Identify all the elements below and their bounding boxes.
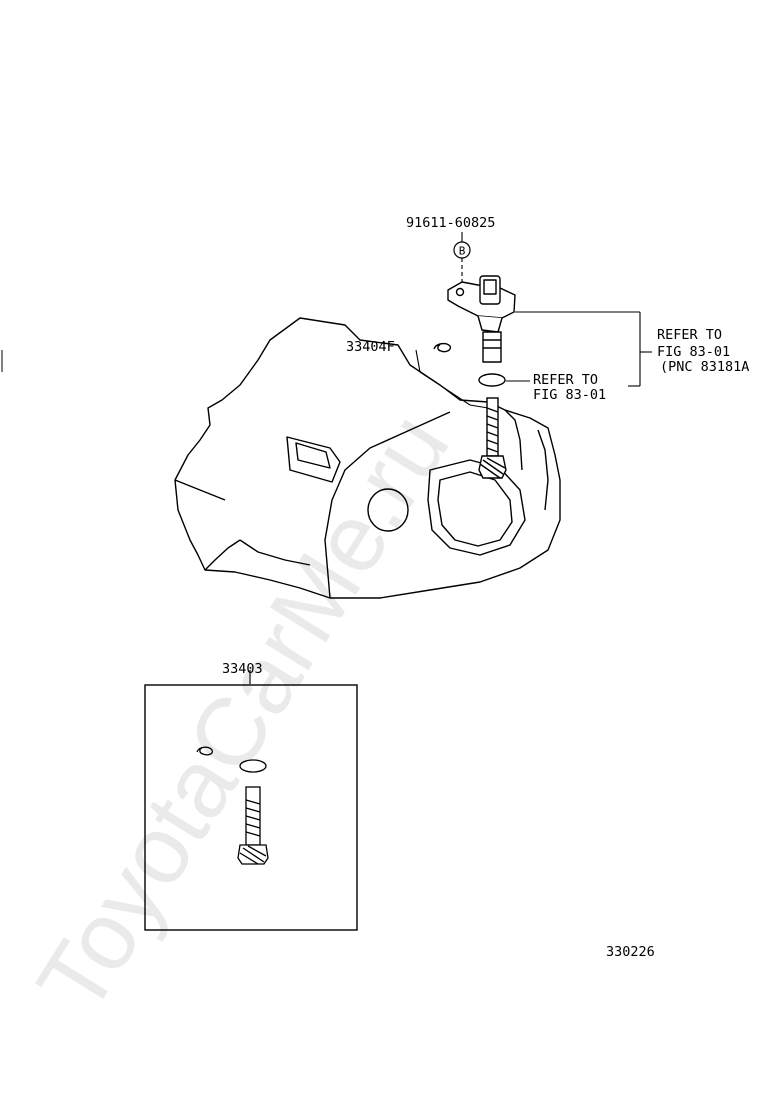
kit-box — [144, 684, 358, 931]
kit-o-ring — [239, 759, 267, 773]
driven-gear-shaft — [478, 397, 507, 479]
snap-clip-icon — [433, 342, 452, 353]
clip-part-number: 33404F — [346, 339, 395, 355]
kit-gear-shaft — [237, 786, 269, 865]
sensor-ref-line1: REFER TO — [657, 327, 722, 343]
oring-ref-line2: FIG 83-01 — [533, 387, 606, 403]
watermark: ToyotaCarMe.ru — [17, 395, 470, 1031]
oring-ref-line1: REFER TO — [533, 372, 598, 388]
o-ring — [478, 373, 506, 387]
kit-part-number: 33403 — [222, 661, 263, 677]
bolt-marker: B — [453, 241, 471, 259]
sensor-ref-line3: (PNC 83181A — [660, 359, 749, 375]
bolt-marker-letter: B — [459, 245, 466, 258]
bolt-part-number: 91611-60825 — [406, 215, 495, 231]
figure-number: 330226 — [606, 944, 655, 960]
kit-clip-icon — [196, 746, 214, 756]
sensor-ref-line2: FIG 83-01 — [657, 344, 730, 360]
speed-sensor — [447, 275, 516, 363]
leader-lines — [249, 232, 652, 684]
